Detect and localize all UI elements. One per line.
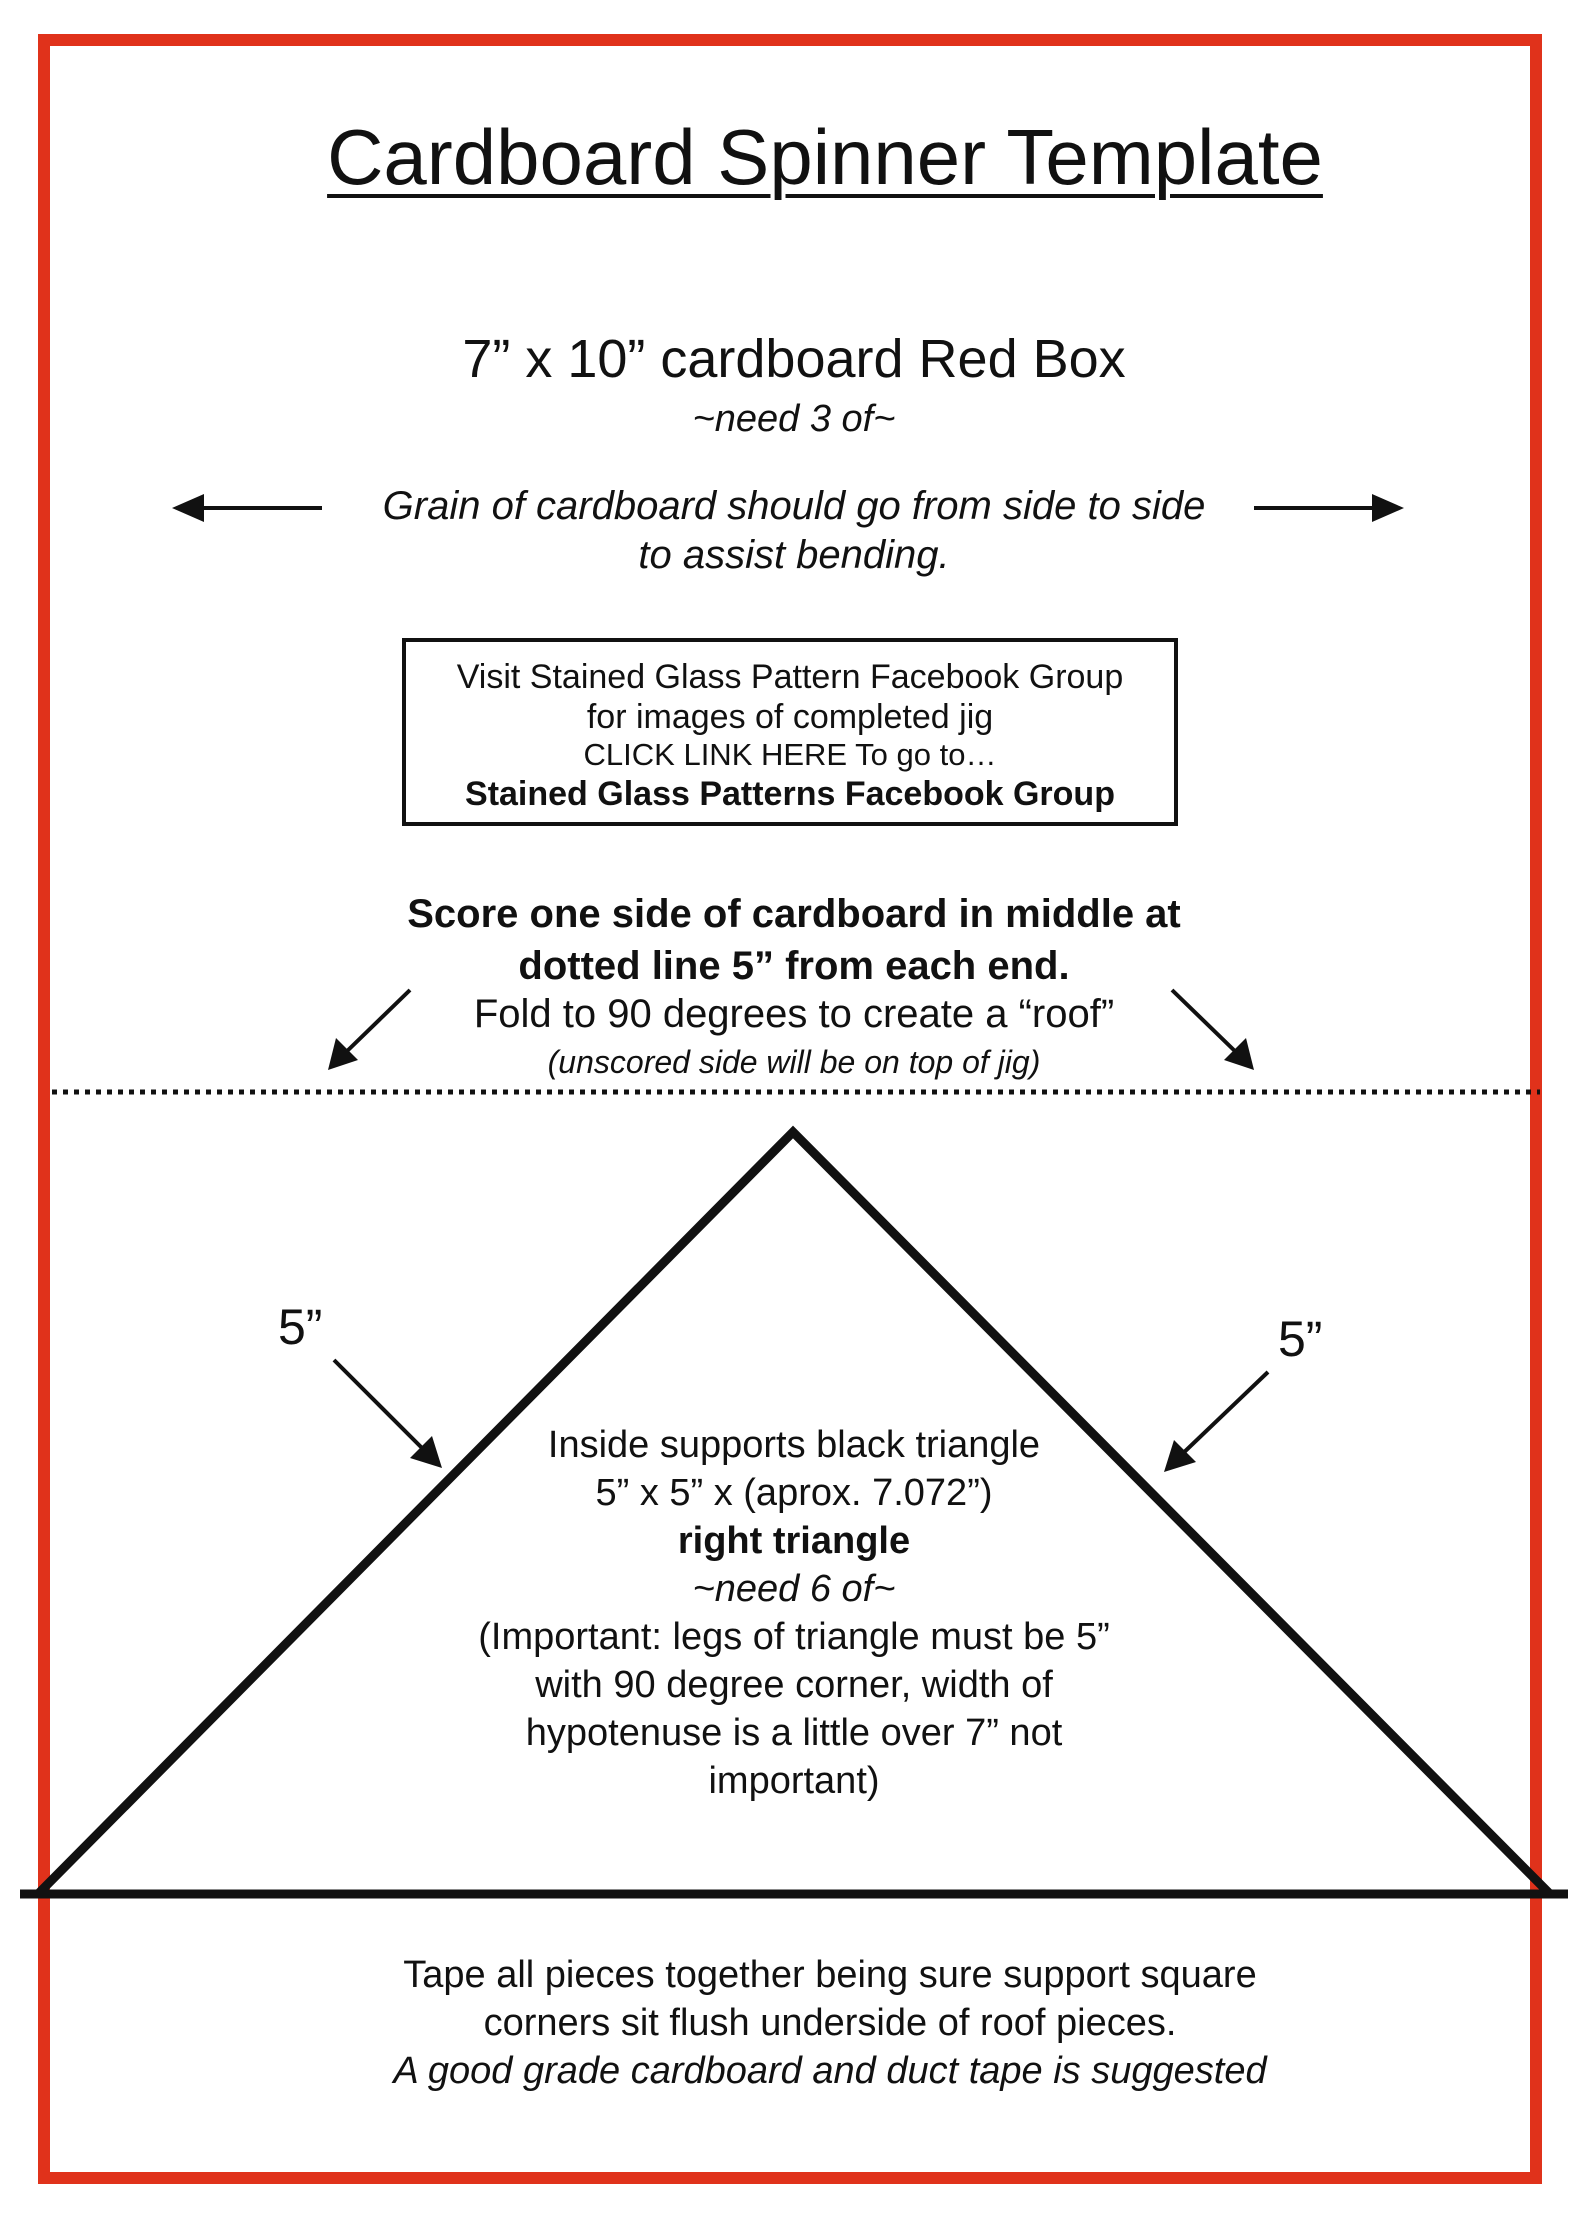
page-title: Cardboard Spinner Template (327, 113, 1323, 201)
triangle-text-line: ~need 6 of~ (692, 1568, 896, 1610)
leg-length-label-left: 5” (278, 1299, 323, 1355)
leg-arrow-right (1176, 1370, 1270, 1460)
facebook-group-box: Visit Stained Glass Pattern Facebook Gro… (402, 638, 1178, 826)
unscored-side-note: (unscored side will be on top of jig) (547, 1044, 1041, 1080)
fold-arrowhead-right (1224, 1038, 1254, 1070)
box-quantity: ~need 3 of~ (692, 398, 896, 440)
fold-arrowhead-left (328, 1038, 358, 1070)
grain-instruction-line1: Grain of cardboard should go from side t… (382, 484, 1206, 528)
triangle-text-line: right triangle (677, 1520, 911, 1562)
leg-arrow-left (332, 1358, 430, 1456)
score-instruction-line1: Score one side of cardboard in middle at (407, 892, 1181, 936)
grain-arrowhead-right (1372, 494, 1404, 522)
triangle-text-line: with 90 degree corner, width of (535, 1664, 1053, 1706)
triangle-text-line: important) (708, 1760, 880, 1802)
grain-arrowhead-left (172, 494, 204, 522)
facebook-box-line3: CLICK LINK HERE To go to… (583, 737, 997, 772)
fold-instruction: Fold to 90 degrees to create a “roof” (473, 992, 1115, 1036)
facebook-box-line1: Visit Stained Glass Pattern Facebook Gro… (456, 658, 1124, 696)
footer-line2: corners sit flush underside of roof piec… (483, 2002, 1177, 2044)
grain-instruction-line2: to assist bending. (638, 533, 950, 577)
triangle-text-line: hypotenuse is a little over 7” not (525, 1712, 1063, 1754)
score-instruction-line2: dotted line 5” from each end. (518, 944, 1070, 988)
fold-arrow-left (340, 988, 412, 1058)
leg-length-label-right: 5” (1278, 1311, 1323, 1367)
leg-arrowhead-right (1164, 1440, 1196, 1472)
footer-line3: A good grade cardboard and duct tape is … (393, 2050, 1267, 2092)
facebook-box-line2: for images of completed jig (586, 698, 994, 736)
red-box-outline (38, 34, 1542, 2184)
triangle-text-line: (Important: legs of triangle must be 5” (478, 1616, 1110, 1658)
facebook-group-link[interactable]: Stained Glass Patterns Facebook Group (465, 775, 1115, 813)
fold-arrow-right (1170, 988, 1242, 1058)
footer-line1: Tape all pieces together being sure supp… (403, 1954, 1257, 1996)
box-size-heading: 7” x 10” cardboard Red Box (462, 329, 1126, 389)
leg-arrowhead-left (410, 1436, 442, 1468)
triangle-text-line: Inside supports black triangle (547, 1424, 1041, 1466)
triangle-text-line: 5” x 5” x (aprox. 7.072”) (595, 1472, 993, 1514)
